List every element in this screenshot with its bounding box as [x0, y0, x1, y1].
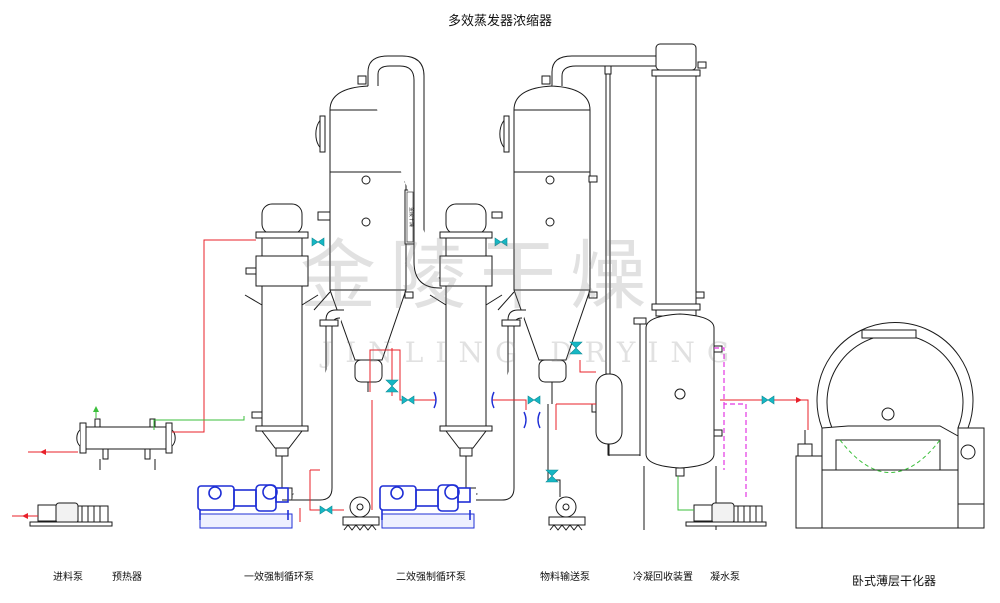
preheater: [76, 418, 176, 470]
vapor-pipe-2: [541, 55, 656, 456]
valves: [311, 237, 775, 515]
label-condensate: 冷凝回收装置: [633, 572, 693, 583]
flow-arrows: [22, 397, 802, 519]
label-transfer-pump: 物料输送泵: [540, 572, 590, 583]
pump-1-body: [197, 484, 289, 520]
circulation-pump-2: [381, 480, 476, 529]
nameplate-text: 金陵干燥: [408, 207, 415, 227]
watermark-en: JINLING DRYING: [322, 336, 742, 369]
vapor-pipe-1: [357, 55, 442, 289]
water-pump: [685, 502, 767, 527]
label-pump-1: 一效强制循环泵: [244, 572, 314, 583]
heater-2: [429, 203, 503, 480]
condenser: [651, 43, 707, 317]
circulation-pump-1: [199, 480, 293, 529]
label-pump-2: 二效强制循环泵: [396, 572, 466, 583]
feed-pump: [29, 502, 113, 527]
watermark-cn: 金陵干燥: [300, 231, 660, 320]
diagram-title: 多效蒸发器浓缩器: [447, 14, 552, 29]
label-preheater: 预热器: [112, 572, 142, 583]
thin-film-dryer: [795, 322, 985, 529]
separator-1: [313, 85, 416, 392]
heater-1: [244, 203, 319, 480]
label-dryer: 卧式薄层干化器: [852, 574, 937, 588]
dryer-rotor-path: [839, 439, 941, 473]
steam-line: [714, 347, 747, 500]
separator-2: [497, 85, 598, 392]
transfer-pump: [548, 496, 586, 531]
circulation-pipes: [292, 309, 526, 501]
label-feed-pump: 进料泵: [53, 572, 83, 583]
flanges: [433, 391, 541, 429]
nameplate: [406, 191, 414, 243]
small-receiver: [591, 373, 623, 456]
condensate-tank: [633, 313, 723, 530]
label-water-pump: 凝水泵: [710, 572, 740, 583]
small-pump-1: [342, 496, 380, 531]
pump-2-body: [379, 484, 471, 520]
water-arrow: [93, 406, 99, 412]
